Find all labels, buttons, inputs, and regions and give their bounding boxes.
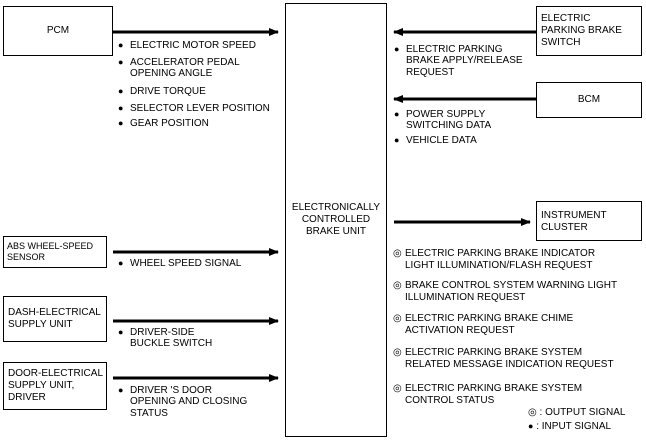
epb-switch-label-line-3: SWITCH (541, 37, 581, 48)
abs-sensor-label-line-1: ABS WHEEL-SPEED (7, 241, 94, 251)
signal-pcm-1: ACCELERATOR PEDAL (118, 56, 240, 69)
signal-ic-2-line-2: ACTIVATION REQUEST (405, 325, 515, 336)
door-supply-label-line-3: DRIVER (8, 392, 46, 403)
instrument-cluster-label-line-2: CLUSTER (541, 222, 588, 233)
signal-epb-switch-0-line-2: BRAKE APPLY/RELEASE (406, 55, 523, 66)
signal-abs-sensor-0: WHEEL SPEED SIGNAL (118, 257, 241, 270)
signal-epb-switch-0: ELECTRIC PARKING (394, 43, 503, 56)
signal-ic-3-line-2: RELATED MESSAGE INDICATION REQUEST (405, 359, 614, 370)
input-signal-icon: ● (528, 421, 534, 431)
abs-sensor-block: ABS WHEEL-SPEED SENSOR (3, 236, 107, 268)
legend-input-label: : INPUT SIGNAL (536, 421, 612, 432)
signal-ic-4: ELECTRIC PARKING BRAKE SYSTEM (393, 383, 582, 395)
abs-sensor-label-line-2: SENSOR (7, 252, 46, 262)
legend-output-label: : OUTPUT SIGNAL (539, 407, 626, 418)
signal-epb-switch-0-line-3: REQUEST (406, 67, 455, 78)
legend-output: ◎ : OUTPUT SIGNAL (528, 407, 625, 419)
signal-pcm-2: DRIVE TORQUE (118, 85, 206, 98)
ecbu-label-line-1: ELECTRONICALLY (291, 202, 381, 213)
signal-bcm-0: POWER SUPPLY (394, 108, 485, 121)
door-supply-label-line-1: DOOR-ELECTRICAL (8, 368, 104, 379)
dash-supply-label-line-1: DASH-ELECTRICAL (8, 307, 101, 318)
signal-ic-3: ELECTRIC PARKING BRAKE SYSTEM (393, 347, 582, 359)
door-supply-block: DOOR-ELECTRICAL SUPPLY UNIT, DRIVER (3, 362, 107, 410)
signal-ic-1: BRAKE CONTROL SYSTEM WARNING LIGHT (393, 280, 617, 292)
epb-switch-block: ELECTRIC PARKING BRAKE SWITCH (536, 6, 642, 56)
signal-dash-supply-0: DRIVER-SIDE (118, 326, 194, 339)
pcm-block: PCM (3, 6, 113, 56)
door-supply-label-line-2: SUPPLY UNIT, (8, 380, 75, 391)
dash-supply-block: DASH-ELECTRICAL SUPPLY UNIT (3, 296, 107, 342)
signal-pcm-1-line-2: OPENING ANGLE (130, 68, 213, 79)
bcm-label: BCM (577, 94, 601, 105)
signal-pcm-0: ELECTRIC MOTOR SPEED (118, 39, 256, 52)
signal-ic-0: ELECTRIC PARKING BRAKE INDICATOR (393, 248, 595, 260)
ecbu-block: ELECTRONICALLY CONTROLLED BRAKE UNIT (285, 3, 387, 437)
epb-switch-label-line-1: ELECTRIC (541, 13, 591, 24)
ecbu-label-line-3: BRAKE UNIT (305, 226, 366, 237)
signal-pcm-4: GEAR POSITION (118, 117, 209, 130)
output-signal-icon: ◎ (528, 407, 537, 418)
instrument-cluster-label-line-1: INSTRUMENT (541, 210, 607, 221)
signal-door-supply-0-line-2: OPENING AND CLOSING (130, 396, 248, 407)
epb-switch-label-line-2: PARKING BRAKE (541, 25, 622, 36)
signal-bcm-0-line-2: SWITCHING DATA (406, 120, 492, 131)
signal-ic-4-line-2: CONTROL STATUS (405, 395, 495, 406)
ecbu-label-line-2: CONTROLLED (301, 214, 371, 225)
signal-door-supply-0-line-3: STATUS (130, 408, 168, 419)
signal-bcm-1: VEHICLE DATA (394, 134, 477, 147)
signal-door-supply-0: DRIVER 'S DOOR (118, 384, 212, 397)
bcm-block: BCM (536, 82, 642, 118)
signal-ic-0-line-2: LIGHT ILLUMINATION/FLASH REQUEST (405, 260, 593, 271)
pcm-label: PCM (46, 25, 70, 36)
signal-dash-supply-0-line-2: BUCKLE SWITCH (130, 338, 213, 349)
signal-ic-2: ELECTRIC PARKING BRAKE CHIME (393, 313, 573, 325)
signal-pcm-3: SELECTOR LEVER POSITION (118, 102, 270, 115)
instrument-cluster-block: INSTRUMENT CLUSTER (536, 201, 642, 241)
signal-ic-1-line-2: ILLUMINATION REQUEST (405, 292, 526, 303)
legend-input: ● : INPUT SIGNAL (528, 420, 611, 433)
dash-supply-label-line-2: SUPPLY UNIT (8, 319, 73, 330)
